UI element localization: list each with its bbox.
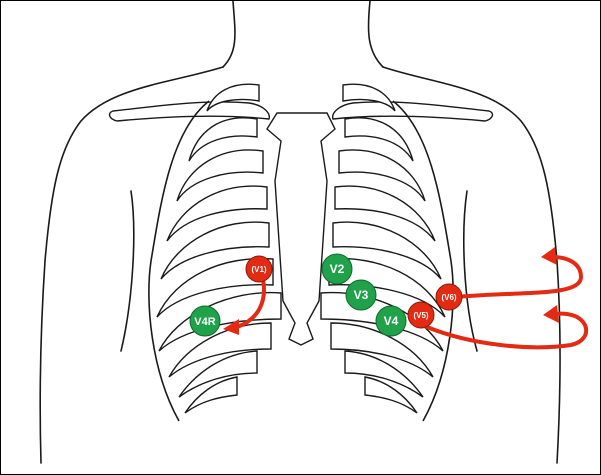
v5-arrowhead bbox=[543, 305, 559, 323]
electrode-v1-label: (V1) bbox=[251, 265, 266, 274]
electrode-v6-label: (V6) bbox=[441, 293, 456, 302]
electrode-v2-label: V2 bbox=[330, 262, 345, 276]
electrode-v2[interactable]: V2 bbox=[322, 254, 352, 284]
electrode-v5-label: (V5) bbox=[413, 311, 428, 320]
right-rib-cage bbox=[321, 84, 453, 421]
v6-arrowhead bbox=[541, 247, 557, 265]
electrode-v4[interactable]: V4 bbox=[376, 306, 406, 336]
electrode-v4r[interactable]: V4R bbox=[190, 306, 220, 336]
v6-to-back-arrow bbox=[457, 257, 581, 297]
electrode-v5[interactable]: (V5) bbox=[408, 302, 434, 328]
electrode-v4-label: V4 bbox=[384, 314, 399, 328]
electrode-v1[interactable]: (V1) bbox=[246, 256, 272, 282]
electrode-v4r-label: V4R bbox=[194, 316, 215, 328]
electrode-v3[interactable]: V3 bbox=[346, 280, 376, 310]
left-rib-cage bbox=[149, 84, 281, 421]
electrode-v6[interactable]: (V6) bbox=[436, 284, 462, 310]
electrode-v3-label: V3 bbox=[354, 288, 369, 302]
